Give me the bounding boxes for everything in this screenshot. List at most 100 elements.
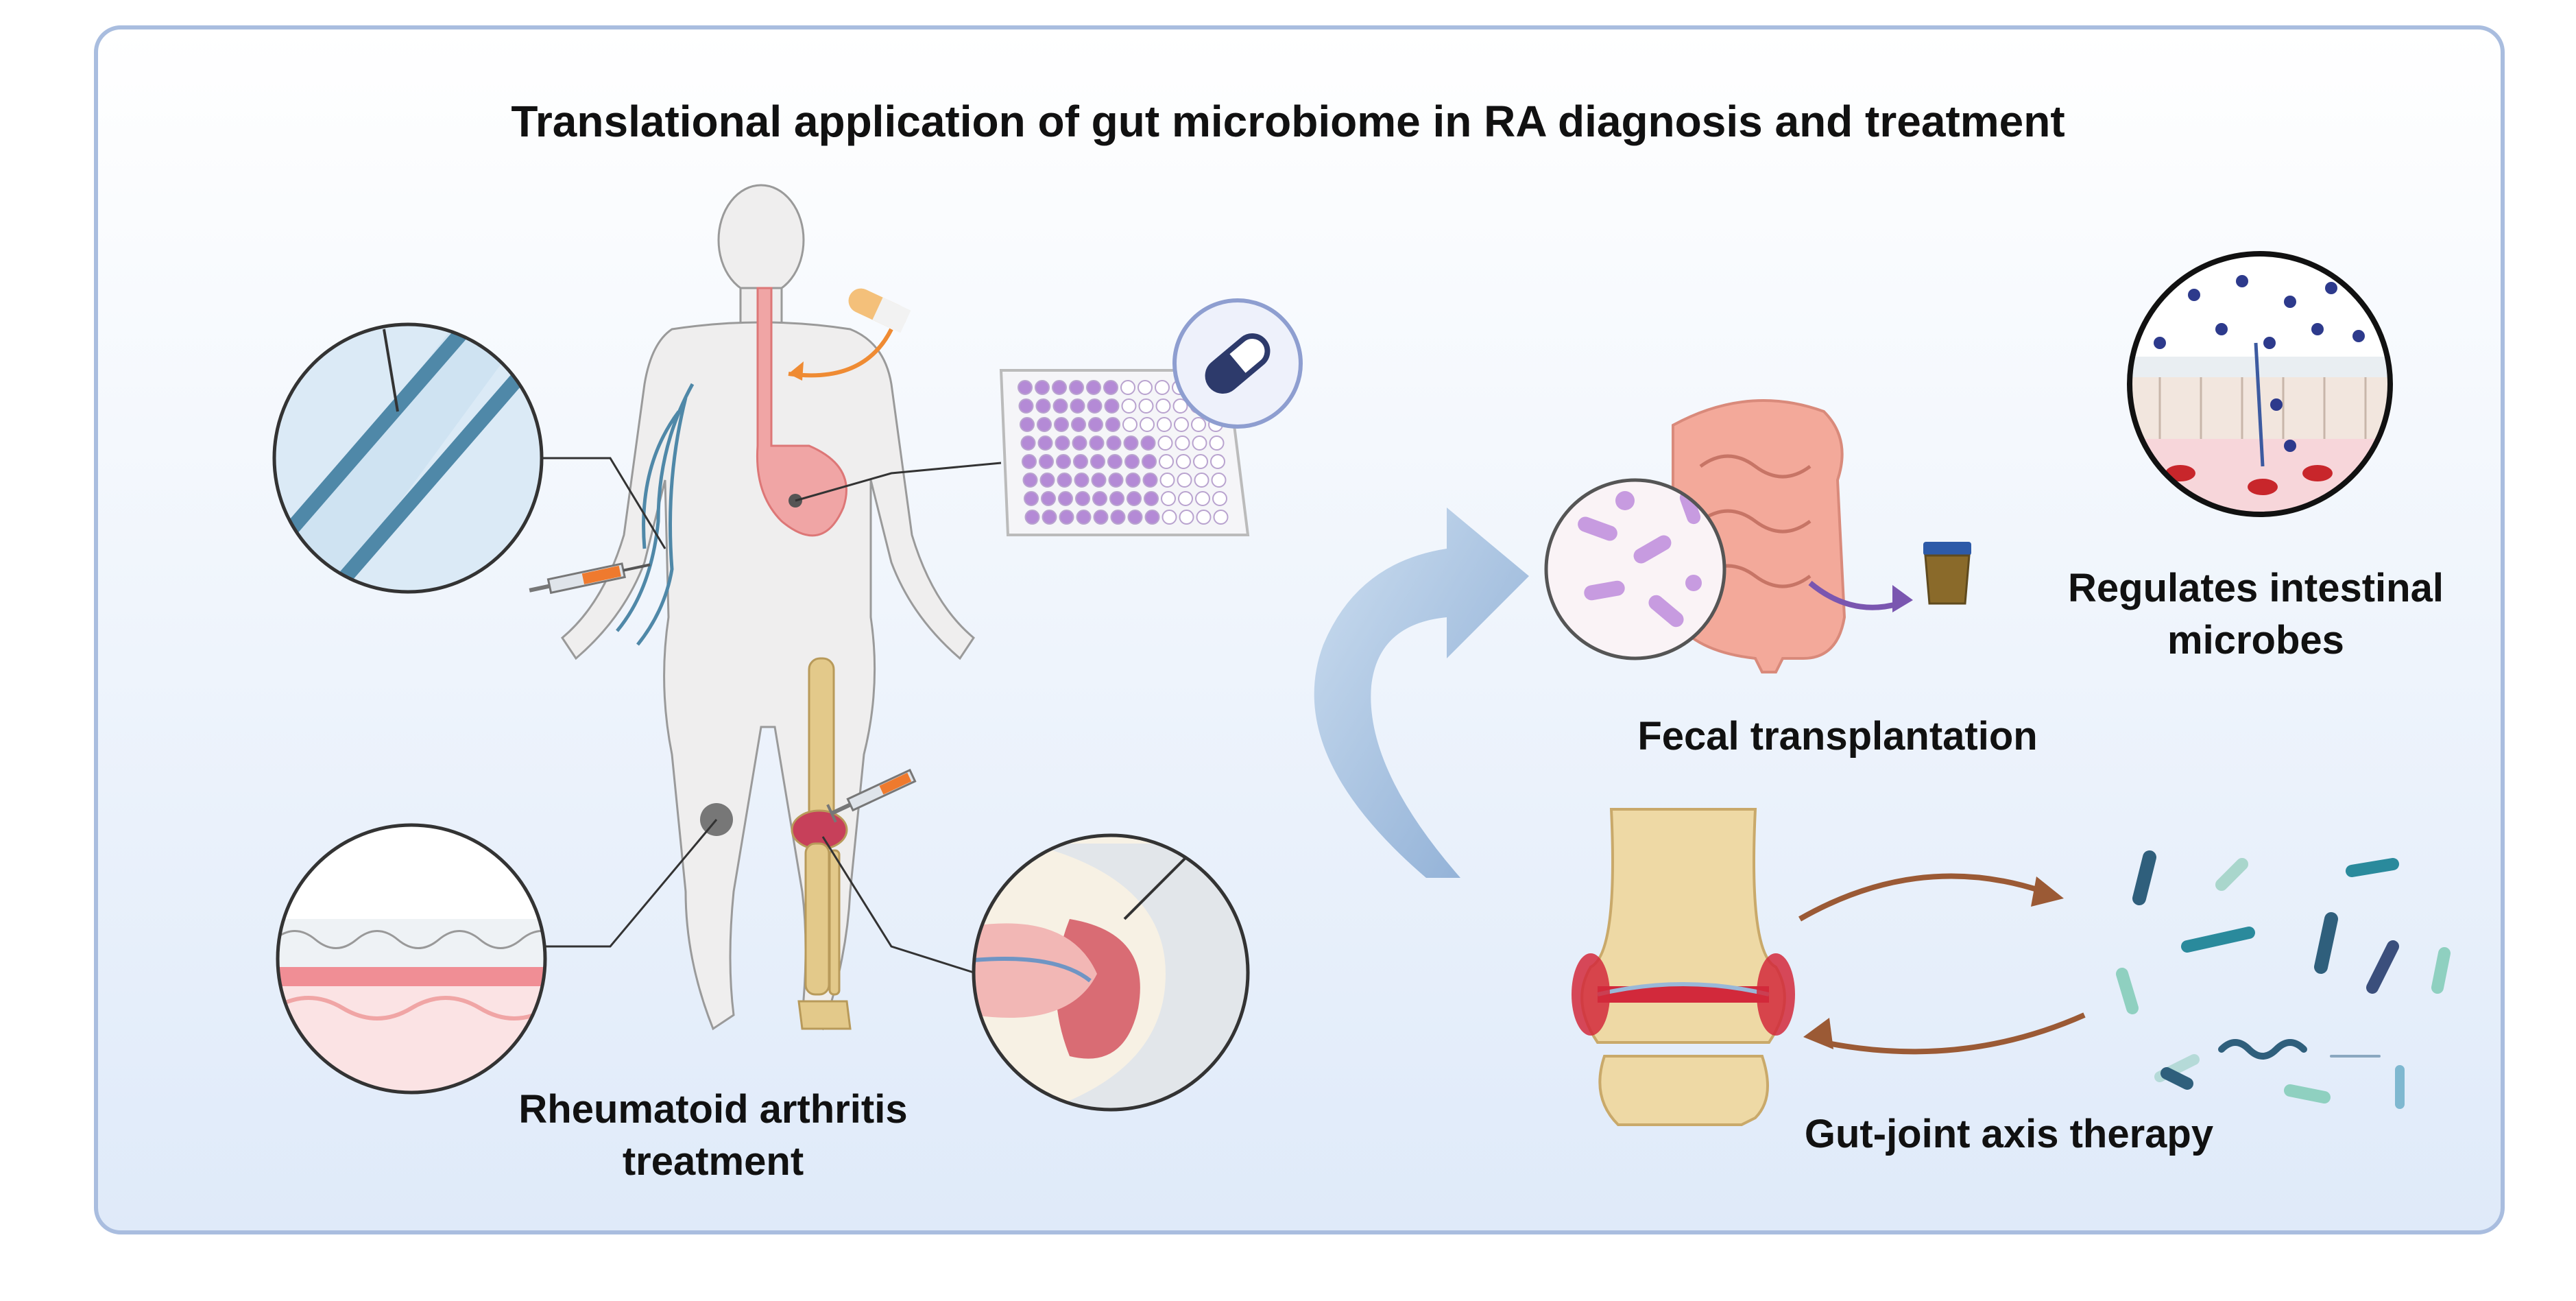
- well: [1157, 435, 1173, 451]
- well: [1155, 380, 1170, 395]
- label-rheumatoid-arthritis-treatment: Rheumatoid arthritis treatment: [480, 1084, 946, 1188]
- well: [1104, 398, 1120, 414]
- well: [1177, 473, 1192, 488]
- well: [1024, 510, 1040, 525]
- well: [1121, 398, 1137, 414]
- label-reg-line1: Regulates intestinal: [2068, 566, 2444, 610]
- well: [1037, 435, 1053, 451]
- well: [1035, 380, 1050, 395]
- figure-title: Translational application of gut microbi…: [511, 97, 2065, 146]
- well: [1105, 417, 1120, 432]
- well: [1172, 398, 1188, 414]
- well: [1124, 454, 1140, 469]
- well: [1091, 473, 1107, 488]
- label-gut-joint-axis-therapy: Gut-joint axis therapy: [1804, 1112, 2214, 1156]
- well: [1193, 454, 1208, 469]
- well: [1073, 454, 1088, 469]
- curved-arrow: [1314, 508, 1529, 878]
- well: [1041, 491, 1056, 506]
- well: [1209, 435, 1225, 451]
- well: [1037, 417, 1052, 432]
- leader-lines: [542, 457, 1002, 974]
- well: [1022, 454, 1037, 469]
- label-fecal-transplantation: Fecal transplantation: [1637, 714, 2038, 759]
- well: [1142, 454, 1157, 469]
- well: [1035, 398, 1051, 414]
- well: [1194, 473, 1209, 488]
- well: [1052, 380, 1067, 395]
- label-regulates-intestinal-microbes: Regulates intestinal microbes: [2030, 562, 2482, 667]
- well: [1108, 473, 1124, 488]
- well: [1071, 417, 1086, 432]
- arrow-joint-to-gut: [1798, 873, 2045, 922]
- arrow-gut-to-joint: [1823, 1012, 2086, 1055]
- well: [1157, 417, 1172, 432]
- well: [1195, 491, 1210, 506]
- well: [1058, 491, 1073, 506]
- well: [1106, 435, 1122, 451]
- intestinal-lining-magnifier: [2130, 254, 2390, 514]
- well: [1122, 417, 1137, 432]
- capsule-badge-icon: [1172, 298, 1303, 429]
- well: [1120, 380, 1135, 395]
- knee-joint-icon: [1572, 808, 1795, 1126]
- well: [1144, 510, 1160, 525]
- well: [1142, 473, 1158, 488]
- well: [1127, 491, 1142, 506]
- well: [1076, 510, 1092, 525]
- well: [1125, 473, 1141, 488]
- skin-magnifier: [278, 825, 545, 1093]
- well: [1174, 417, 1189, 432]
- well: [1024, 491, 1039, 506]
- well: [1175, 435, 1190, 451]
- well: [1069, 380, 1084, 395]
- well: [1140, 417, 1155, 432]
- well: [1092, 491, 1107, 506]
- bacteria-icon: [2116, 850, 2451, 1109]
- knee-magnifier: [974, 835, 1248, 1110]
- well: [1176, 454, 1191, 469]
- well: [1109, 491, 1124, 506]
- well: [1057, 473, 1072, 488]
- well: [1110, 510, 1126, 525]
- well: [1144, 491, 1159, 506]
- well: [1103, 380, 1118, 395]
- well: [1127, 510, 1143, 525]
- stool-cup-icon: [1923, 542, 1971, 605]
- label-ra-line1: Rheumatoid arthritis: [518, 1087, 908, 1132]
- well: [1196, 510, 1212, 525]
- well: [1020, 417, 1035, 432]
- well: [1210, 454, 1225, 469]
- well: [1087, 398, 1103, 414]
- capsule-icon: [848, 288, 911, 333]
- capsule-arrow: [788, 328, 893, 378]
- well: [1055, 435, 1070, 451]
- well: [1018, 398, 1034, 414]
- well: [1042, 510, 1057, 525]
- well: [1072, 435, 1087, 451]
- well: [1161, 491, 1176, 506]
- stomach-icon: [756, 287, 847, 537]
- well: [1039, 473, 1055, 488]
- well: [1059, 510, 1074, 525]
- label-ra-line2: treatment: [622, 1139, 804, 1184]
- well: [1074, 473, 1090, 488]
- well: [1178, 491, 1193, 506]
- syringe-icon: [826, 768, 917, 823]
- well: [1018, 380, 1033, 395]
- well: [1137, 380, 1153, 395]
- well: [1179, 510, 1194, 525]
- well: [1107, 454, 1122, 469]
- well: [1088, 417, 1103, 432]
- well: [1140, 435, 1156, 451]
- well: [1211, 473, 1227, 488]
- well: [1090, 454, 1105, 469]
- well: [1020, 435, 1036, 451]
- well: [1161, 510, 1177, 525]
- well: [1039, 454, 1054, 469]
- well: [1052, 398, 1068, 414]
- vein-magnifier: [274, 324, 542, 592]
- well: [1159, 454, 1174, 469]
